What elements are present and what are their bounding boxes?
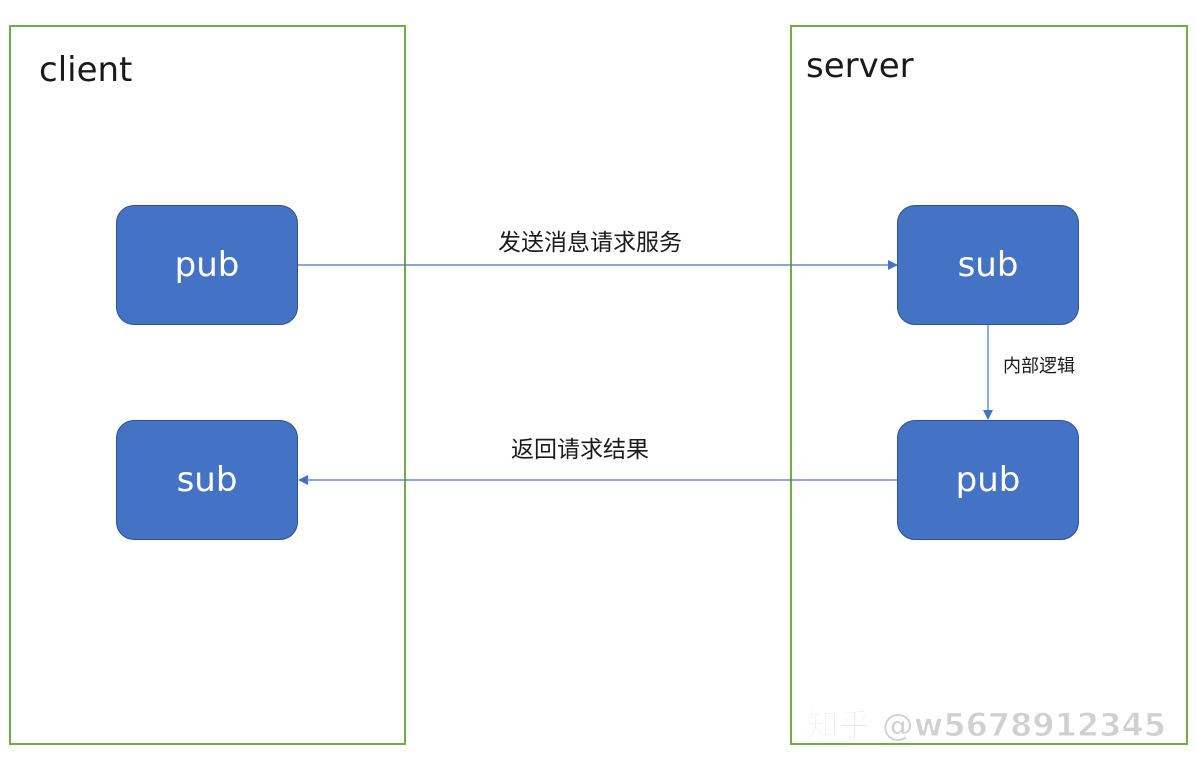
client-sub-node: sub: [116, 420, 298, 540]
watermark: 知乎 @w5678912345: [806, 706, 1166, 745]
client-pub-node: pub: [116, 205, 298, 325]
server-sub-node: sub: [897, 205, 1079, 325]
server-panel: server: [790, 25, 1188, 745]
server-panel-title: server: [806, 46, 914, 86]
request-label: 发送消息请求服务: [498, 230, 682, 256]
client-panel-title: client: [39, 50, 133, 90]
response-label: 返回请求结果: [511, 437, 649, 463]
server-pub-node: pub: [897, 420, 1079, 540]
client-panel: client: [9, 25, 406, 745]
internal-logic-label: 内部逻辑: [1003, 356, 1075, 377]
